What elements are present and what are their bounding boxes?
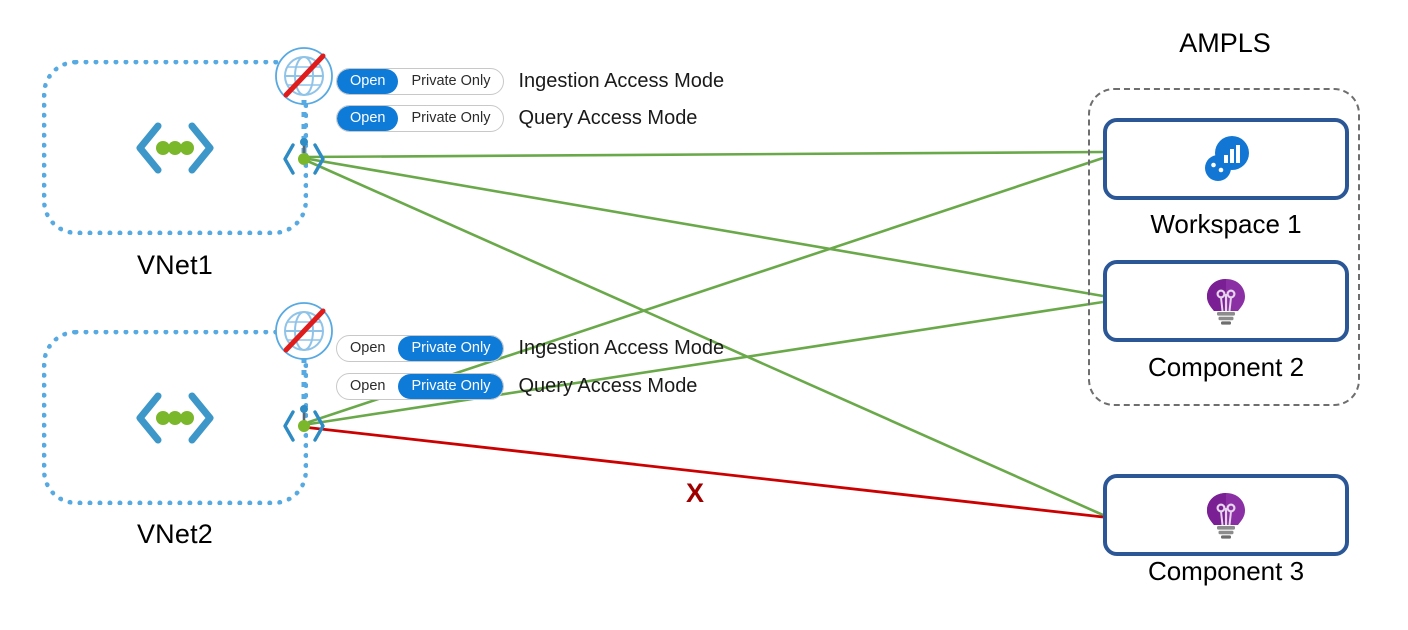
resource-card-component3[interactable]	[1103, 474, 1349, 556]
blocked-connection-marker: X	[686, 478, 705, 508]
toggle-option-private-only[interactable]: Private Only	[398, 374, 504, 399]
ingestion-access-mode-label: Ingestion Access Mode	[518, 337, 725, 359]
query-access-mode-toggle-vnet1[interactable]: Open Private Only	[336, 105, 505, 132]
ampls-title: AMPLS	[1179, 28, 1271, 58]
private-endpoint-icon[interactable]	[281, 403, 327, 449]
ingestion-access-mode-toggle-vnet1[interactable]: Open Private Only	[336, 68, 505, 95]
vnet-icon	[136, 392, 214, 443]
vnet-box-vnet1[interactable]	[42, 60, 308, 235]
query-access-mode-label: Query Access Mode	[518, 107, 698, 129]
access-mode-row-ingestion-vnet2: Open Private Only Ingestion Access Mode	[336, 335, 724, 362]
vnet-box-vnet2[interactable]	[42, 330, 308, 505]
connection-vnet2-component2	[302, 300, 1104, 427]
access-mode-row-query-vnet1: Open Private Only Query Access Mode	[336, 105, 697, 132]
application-insights-icon	[1207, 493, 1245, 539]
resource-label-component3: Component 3	[1147, 556, 1305, 586]
toggle-option-private-only[interactable]: Private Only	[398, 336, 504, 361]
toggle-option-open[interactable]: Open	[350, 340, 386, 357]
vnet-icon	[136, 122, 214, 173]
resource-card-component2[interactable]	[1103, 260, 1349, 342]
globe-blocked-icon	[275, 47, 333, 105]
ingestion-access-mode-label: Ingestion Access Mode	[518, 70, 725, 92]
private-endpoint-icon[interactable]	[281, 136, 327, 182]
ampls-group-boundary	[1088, 88, 1360, 406]
resource-label-component2: Component 2	[1147, 352, 1305, 382]
toggle-option-open[interactable]: Open	[337, 69, 399, 94]
toggle-option-open[interactable]: Open	[337, 106, 399, 131]
connection-vnet1-component2	[302, 156, 1104, 298]
access-mode-row-query-vnet2: Open Private Only Query Access Mode	[336, 373, 697, 400]
log-analytics-workspace-icon	[1205, 136, 1249, 181]
ingestion-access-mode-toggle-vnet2[interactable]: Open Private Only	[336, 335, 505, 362]
globe-blocked-icon	[275, 302, 333, 360]
resource-card-workspace1[interactable]	[1103, 118, 1349, 200]
application-insights-icon	[1207, 279, 1245, 325]
query-access-mode-toggle-vnet2[interactable]: Open Private Only	[336, 373, 505, 400]
access-mode-row-ingestion-vnet1: Open Private Only Ingestion Access Mode	[336, 68, 724, 95]
vnet-label-vnet1: VNet1	[136, 250, 214, 280]
connection-vnet1-workspace1	[302, 150, 1104, 159]
toggle-option-private-only[interactable]: Private Only	[411, 73, 491, 90]
vnet-label-vnet2: VNet2	[136, 519, 214, 549]
toggle-option-private-only[interactable]: Private Only	[411, 110, 491, 127]
toggle-option-open[interactable]: Open	[350, 378, 386, 395]
query-access-mode-label: Query Access Mode	[518, 375, 698, 397]
resource-label-workspace1: Workspace 1	[1150, 209, 1302, 239]
